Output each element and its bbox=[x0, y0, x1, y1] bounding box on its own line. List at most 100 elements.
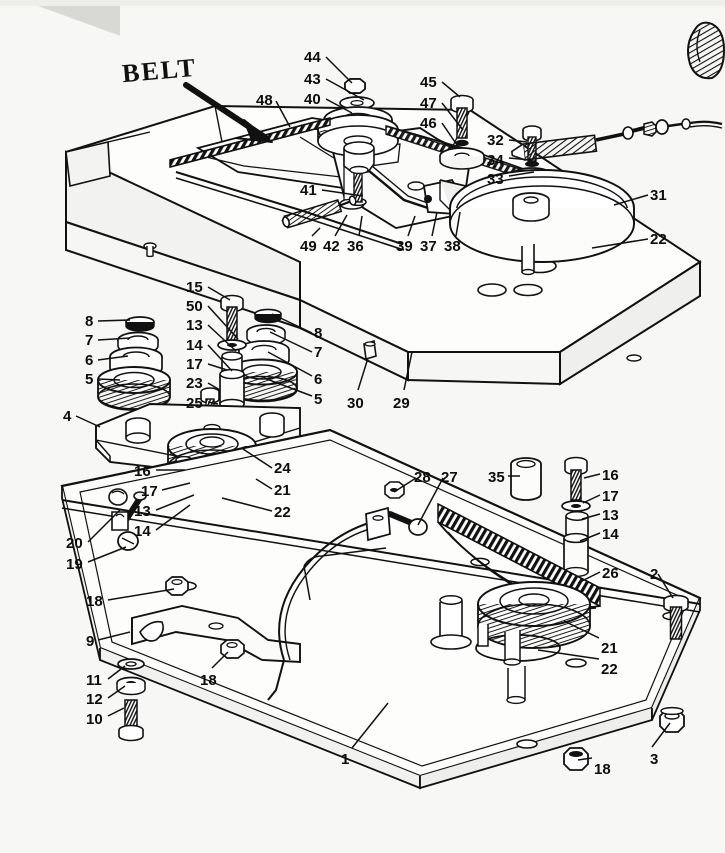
callout-47: 47 bbox=[420, 95, 437, 112]
callout-2: 2 bbox=[650, 566, 659, 583]
leader-14 bbox=[579, 532, 601, 542]
leader-18 bbox=[107, 588, 175, 601]
callout-7: 7 bbox=[85, 332, 94, 349]
rod-and-pin-27-28 bbox=[267, 481, 428, 701]
callout-6: 6 bbox=[314, 371, 323, 388]
leader-38 bbox=[455, 211, 461, 237]
leader-14 bbox=[155, 504, 191, 531]
leader-31 bbox=[613, 194, 649, 206]
leader-16 bbox=[583, 473, 601, 479]
callout-17: 17 bbox=[141, 483, 158, 500]
callout-13: 13 bbox=[134, 503, 151, 520]
lower-belt-26 bbox=[430, 502, 601, 705]
leader-23 bbox=[207, 382, 221, 391]
leader-5 bbox=[263, 377, 313, 397]
callout-42: 42 bbox=[323, 238, 340, 255]
leader-5 bbox=[97, 378, 121, 381]
callout-16: 16 bbox=[602, 467, 619, 484]
callout-10: 10 bbox=[86, 711, 103, 728]
leader-36 bbox=[358, 215, 363, 237]
leader-6 bbox=[97, 355, 129, 361]
leader-13 bbox=[581, 513, 601, 520]
callout-21: 21 bbox=[601, 640, 618, 657]
callout-36: 36 bbox=[347, 238, 364, 255]
callout-20: 20 bbox=[66, 535, 83, 552]
bolt-2 bbox=[663, 594, 689, 640]
leader-4 bbox=[75, 415, 101, 428]
leader-3 bbox=[651, 722, 671, 748]
leader-49 bbox=[311, 227, 321, 237]
right-shaft-stack bbox=[561, 456, 591, 578]
callout-28: 28 bbox=[414, 469, 431, 486]
leader-13 bbox=[155, 494, 195, 511]
callout-5: 5 bbox=[85, 371, 94, 388]
leader-6 bbox=[267, 351, 313, 377]
callout-4: 4 bbox=[63, 408, 72, 425]
leader-10 bbox=[107, 707, 125, 717]
callout-19: 19 bbox=[66, 556, 83, 573]
leader-8 bbox=[97, 319, 131, 322]
callout-43: 43 bbox=[304, 71, 321, 88]
leader-9 bbox=[97, 631, 131, 641]
callout-32: 32 bbox=[487, 132, 504, 149]
callout-14: 14 bbox=[134, 523, 151, 540]
callout-29: 29 bbox=[393, 395, 410, 412]
callout-46: 46 bbox=[420, 115, 437, 132]
leader-26 bbox=[577, 571, 601, 584]
leader-29 bbox=[403, 351, 413, 391]
leader-11 bbox=[107, 665, 126, 680]
leader-47 bbox=[441, 102, 464, 131]
callout-41: 41 bbox=[300, 182, 317, 199]
callout-22: 22 bbox=[650, 231, 667, 248]
leader-15 bbox=[207, 286, 231, 301]
callout-3: 3 bbox=[650, 751, 659, 768]
bearing-stack-left bbox=[97, 316, 171, 411]
leader-17 bbox=[582, 494, 601, 504]
leader-32 bbox=[508, 139, 528, 143]
callout-8: 8 bbox=[85, 313, 94, 330]
callout-49: 49 bbox=[300, 238, 317, 255]
knob-grip bbox=[687, 21, 725, 80]
leader-27 bbox=[417, 477, 444, 526]
callout-25: 25 bbox=[186, 395, 203, 412]
callout-22: 22 bbox=[274, 504, 291, 521]
callout-17: 17 bbox=[186, 356, 203, 373]
callout-30: 30 bbox=[347, 395, 364, 412]
leader-28 bbox=[393, 477, 417, 493]
callout-33: 33 bbox=[487, 171, 504, 188]
callout-1: 1 bbox=[341, 751, 350, 768]
callout-38: 38 bbox=[444, 238, 461, 255]
callout-35: 35 bbox=[488, 469, 505, 486]
leader-18 bbox=[577, 757, 593, 761]
leader-42 bbox=[334, 214, 348, 237]
page-corner-shadow bbox=[0, 0, 120, 60]
leader-44 bbox=[325, 56, 353, 84]
control-cable-assembly bbox=[510, 118, 723, 161]
leader-14 bbox=[207, 344, 233, 372]
callout-6: 6 bbox=[85, 352, 94, 369]
leader-43 bbox=[325, 78, 365, 101]
leader-48 bbox=[275, 100, 291, 128]
callout-5: 5 bbox=[314, 391, 323, 408]
leader-12 bbox=[107, 685, 126, 699]
leader-37 bbox=[431, 211, 438, 237]
callout-26: 26 bbox=[602, 565, 619, 582]
leader-34 bbox=[508, 157, 532, 161]
leader-33 bbox=[508, 171, 535, 177]
leader-20 bbox=[87, 509, 121, 543]
leader-7 bbox=[269, 331, 313, 353]
callout-17: 17 bbox=[602, 488, 619, 505]
leader-18 bbox=[211, 651, 229, 669]
callout-9: 9 bbox=[86, 633, 95, 650]
callout-21: 21 bbox=[274, 482, 291, 499]
callout-40: 40 bbox=[304, 91, 321, 108]
callout-48: 48 bbox=[256, 92, 273, 109]
leader-39 bbox=[407, 215, 416, 237]
leader-41 bbox=[321, 189, 364, 197]
leader-21 bbox=[255, 478, 273, 490]
leader-7 bbox=[97, 337, 131, 341]
base-plate-1 bbox=[60, 428, 702, 790]
page-top-edge bbox=[0, 0, 725, 6]
callout-8: 8 bbox=[314, 325, 323, 342]
